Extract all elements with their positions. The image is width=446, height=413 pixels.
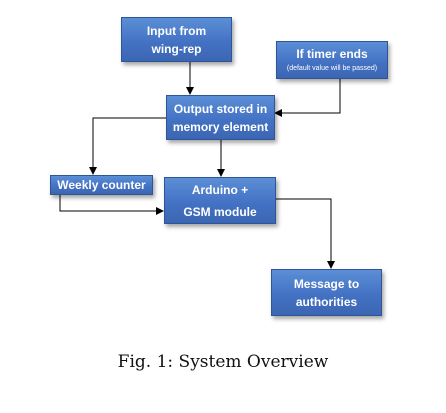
node-weekly-line1: Weekly counter [57,178,146,192]
node-message-line1: Message to [293,276,360,291]
node-timer-ends: If timer ends (default value will be pas… [276,41,388,79]
node-message-to-authorities: Message to authorities [271,269,382,316]
node-input-from-wing-rep: Input from wing-rep [121,17,232,62]
figure-caption: Fig. 1: System Overview [117,352,329,372]
node-weekly-counter: Weekly counter [50,175,153,195]
node-input-line2: wing-rep [151,41,202,56]
node-arduino-gsm-module: Arduino + GSM module [164,177,276,224]
node-memory-line1: Output stored in [173,101,268,116]
node-memory-line2: memory element [172,119,269,134]
connector-timer-to-memory [274,79,341,117]
node-timer-line1: If timer ends [296,47,368,61]
node-timer-line2: (default value will be passed) [286,65,378,72]
node-input-line1: Input from [146,23,207,38]
connector-memory-to-weekly [89,117,166,175]
connector-arduino-to-message [276,198,335,269]
connector-weekly-to-arduino [59,195,164,215]
node-arduino-line1: Arduino + [191,182,249,197]
node-arduino-line2: GSM module [183,204,257,219]
node-message-line2: authorities [295,294,358,309]
node-output-stored-in-memory: Output stored in memory element [166,95,275,140]
